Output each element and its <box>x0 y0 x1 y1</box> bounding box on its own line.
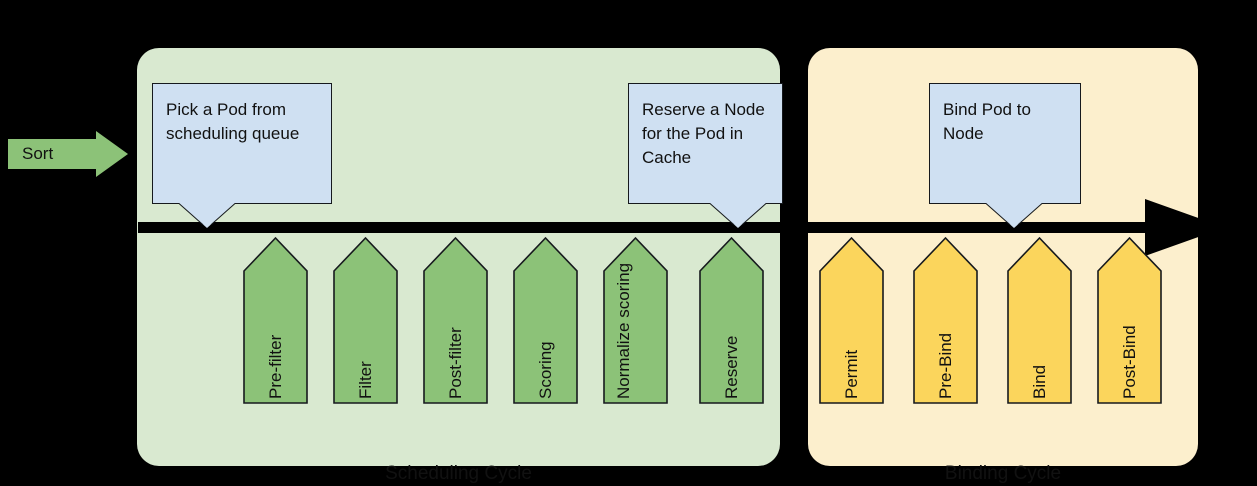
stage-label-reserve: Reserve <box>722 335 741 399</box>
callout-bind-pod-text: Bind Pod to Node <box>943 100 1031 143</box>
stage-arrow-pre-bind[interactable]: Pre-Bind <box>914 238 977 403</box>
stage-label-scoring: Scoring <box>536 341 555 399</box>
stage-arrow-filter[interactable]: Filter <box>334 238 397 403</box>
callout-pick-pod-text: Pick a Pod from scheduling queue <box>166 100 300 143</box>
stage-label-post-bind: Post-Bind <box>1120 325 1139 399</box>
sort-stage-label: Sort <box>22 144 54 163</box>
stage-arrow-scoring[interactable]: Scoring <box>514 238 577 403</box>
callout-reserve-node-text: Reserve a Node for the Pod in Cache <box>642 100 765 167</box>
stage-arrow-reserve[interactable]: Reserve <box>700 238 763 403</box>
stage-arrow-permit[interactable]: Permit <box>820 238 883 403</box>
scheduling-cycle-label: Scheduling Cycle <box>385 463 532 484</box>
callout-pick-pod: Pick a Pod from scheduling queue <box>152 83 332 204</box>
stage-label-bind: Bind <box>1030 364 1049 399</box>
stage-label-filter: Filter <box>356 361 375 399</box>
stage-arrow-bind[interactable]: Bind <box>1008 238 1071 403</box>
stage-label-pre-bind: Pre-Bind <box>936 332 955 399</box>
sort-stage-arrow[interactable]: Sort <box>8 131 128 177</box>
callout-bind-pod: Bind Pod to Node <box>929 83 1081 204</box>
stage-label-normalize-scoring: Normalize scoring <box>614 262 633 399</box>
stage-label-pre-filter: Pre-filter <box>266 334 285 399</box>
callout-bind-pod-tail-icon <box>985 203 1043 228</box>
stage-arrow-post-filter[interactable]: Post-filter <box>424 238 487 403</box>
callout-reserve-node: Reserve a Node for the Pod in Cache <box>628 83 783 204</box>
stage-arrow-normalize-scoring[interactable]: Normalize scoring <box>604 238 667 403</box>
binding-cycle-label: Binding Cycle <box>944 463 1062 484</box>
callout-pick-pod-tail-icon <box>178 203 236 228</box>
stage-arrow-pre-filter[interactable]: Pre-filter <box>244 238 307 403</box>
stage-arrow-post-bind[interactable]: Post-Bind <box>1098 238 1161 403</box>
callout-reserve-node-tail-icon <box>709 203 767 228</box>
timeline-bar <box>138 222 1147 233</box>
stage-label-post-filter: Post-filter <box>446 327 465 399</box>
stage-label-permit: Permit <box>842 349 861 399</box>
